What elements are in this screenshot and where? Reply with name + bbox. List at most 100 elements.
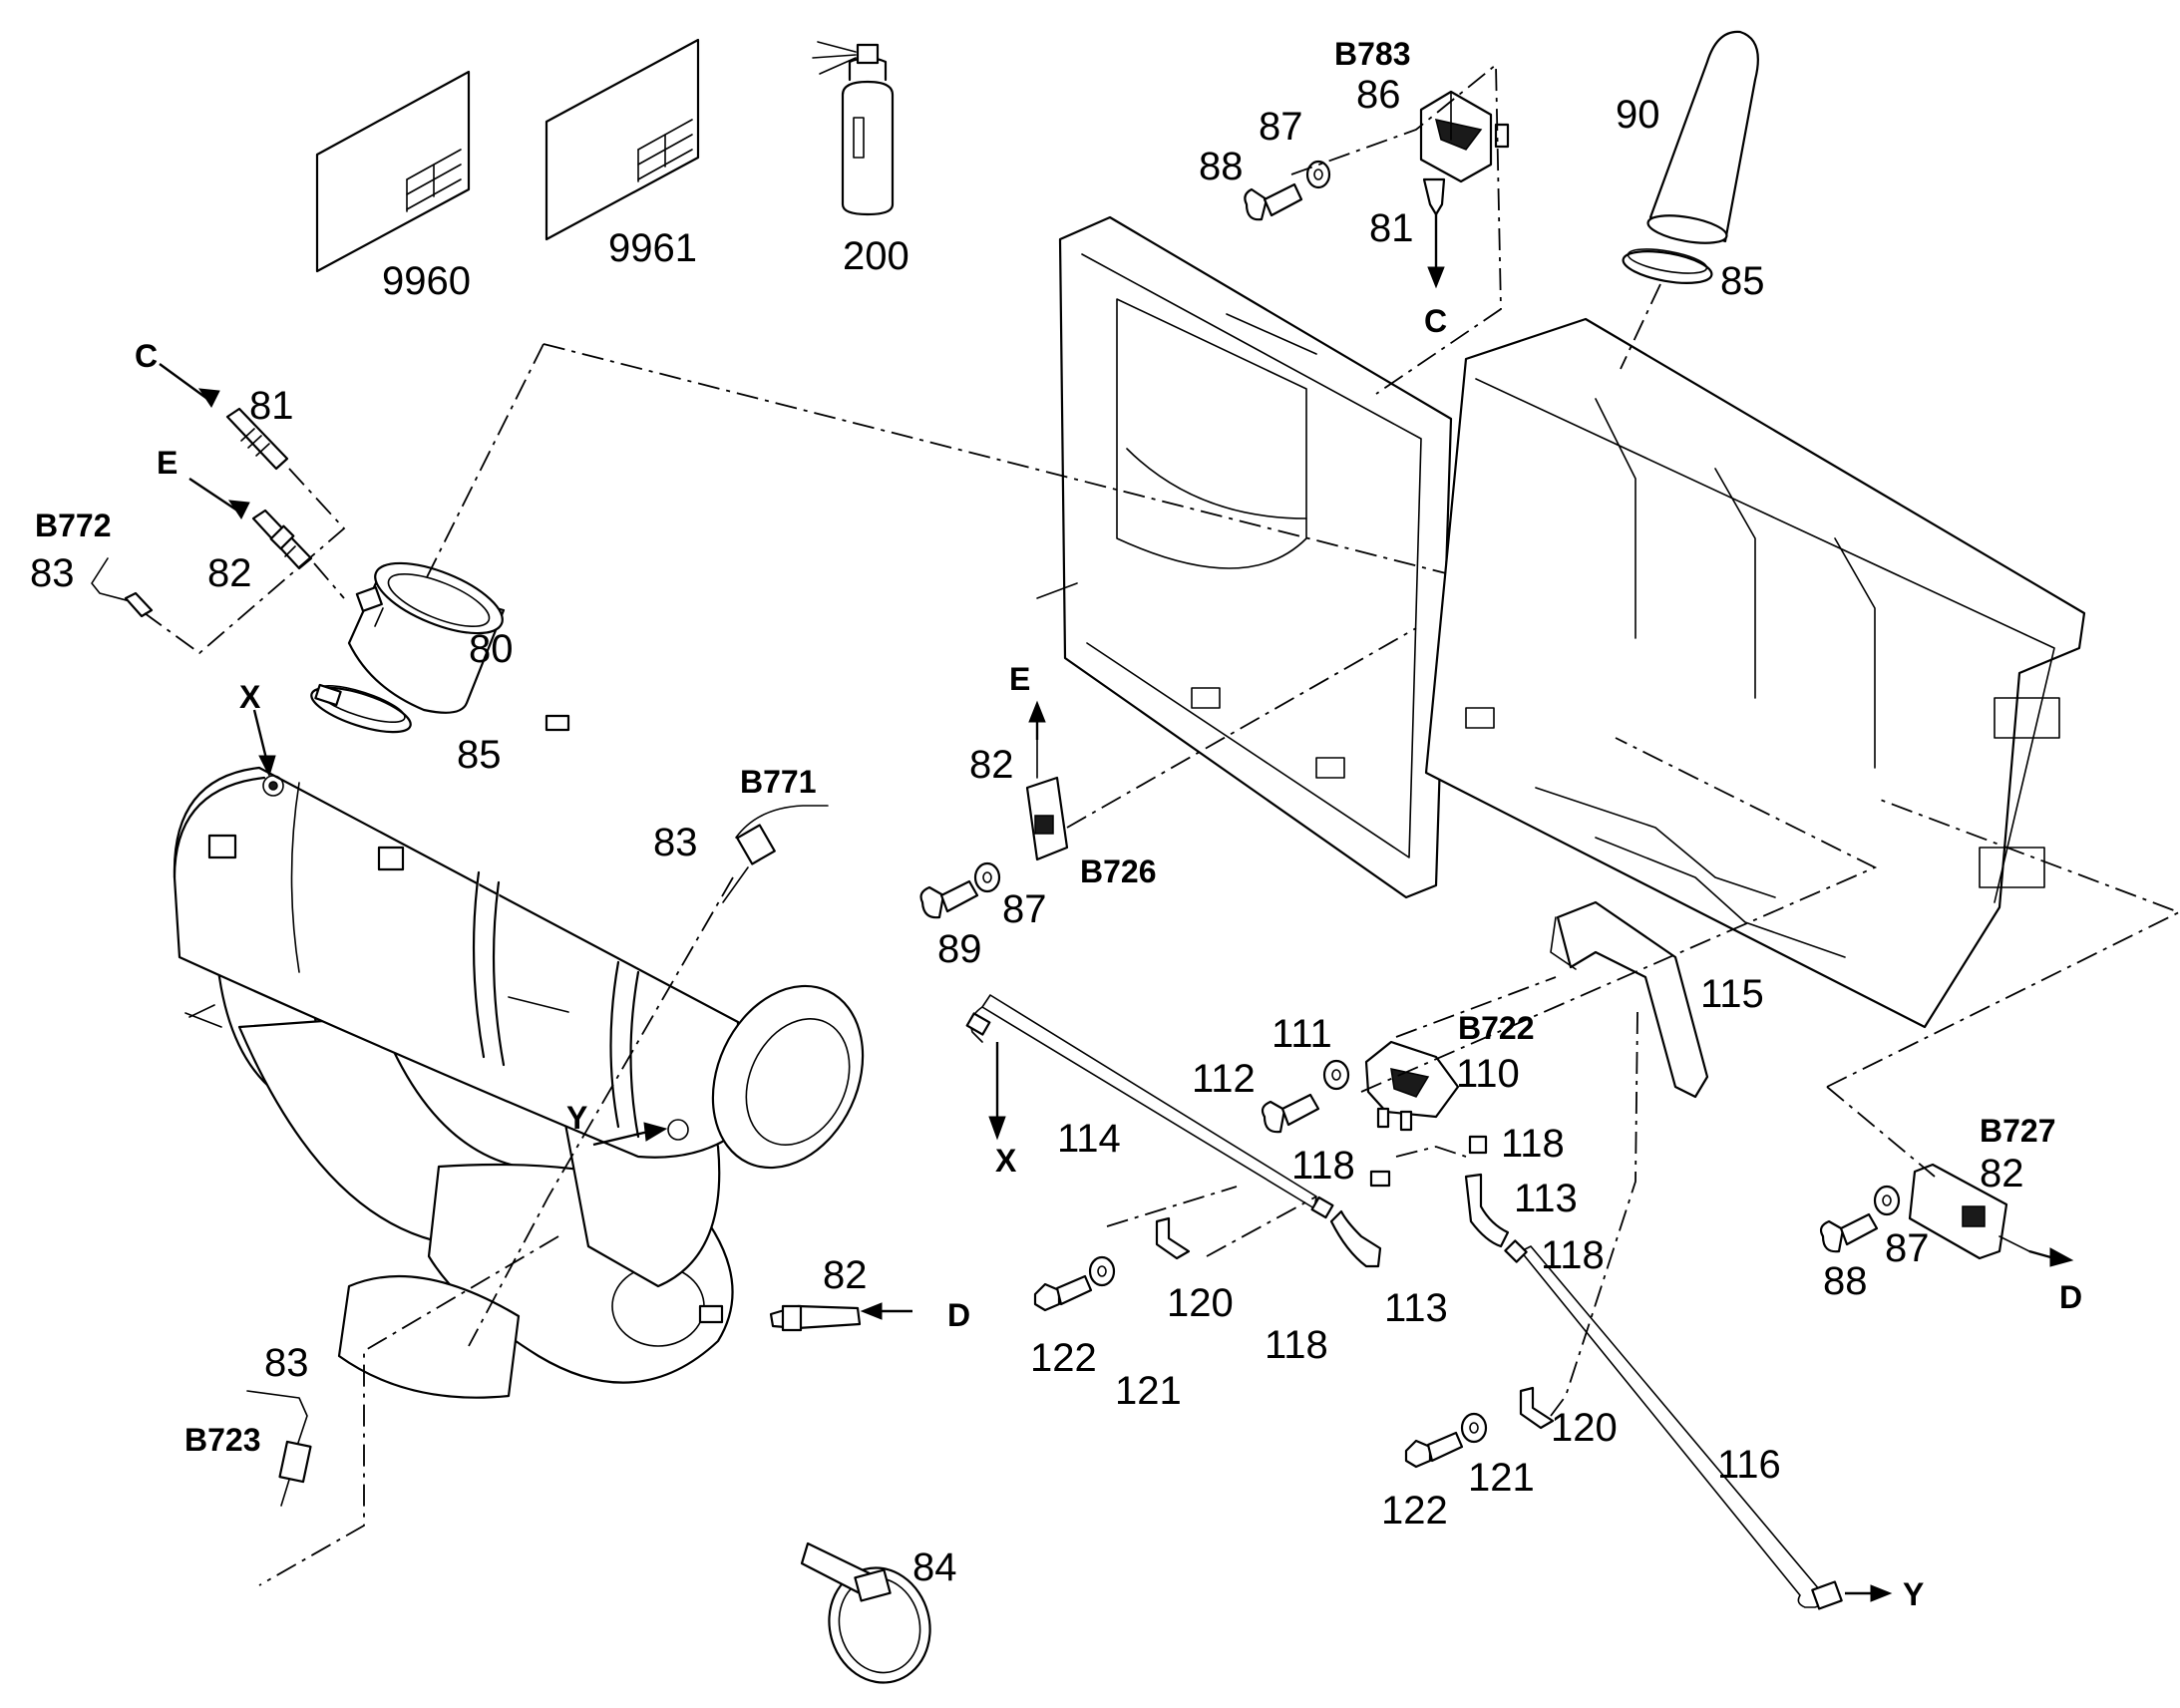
frame-rear-panel	[1424, 317, 2086, 1029]
callout-82-left: 82	[207, 551, 252, 595]
washer-111	[1322, 1059, 1350, 1091]
callout-118-b: 118	[1501, 1122, 1565, 1166]
fitting-118-d	[1504, 1239, 1528, 1263]
callout-89: 89	[937, 927, 982, 971]
callout-86: 86	[1356, 73, 1401, 117]
callout-122-a: 122	[1030, 1336, 1097, 1380]
callout-114: 114	[1057, 1117, 1121, 1161]
letter-e-b726: E	[1009, 661, 1030, 697]
clip-120-b	[1519, 1386, 1555, 1430]
letter-c-left: C	[135, 338, 158, 374]
washer-87-lower	[1873, 1185, 1901, 1216]
arrow-x-left	[252, 709, 276, 778]
callout-116: 116	[1717, 1443, 1781, 1487]
hose-113-right	[1464, 1173, 1510, 1248]
callout-9961: 9961	[608, 226, 697, 270]
connection-letters: C E X Y D C E X Y D	[135, 303, 2082, 1612]
letter-e-left: E	[157, 445, 178, 481]
callout-87-lower: 87	[1885, 1226, 1930, 1270]
callout-115: 115	[1700, 972, 1764, 1016]
letter-y-mid: Y	[566, 1100, 587, 1136]
bolt-112	[1261, 1093, 1320, 1134]
ref-b772: B772	[35, 508, 112, 543]
spray-can-200	[812, 41, 895, 216]
callout-88-upper: 88	[1199, 145, 1244, 188]
callout-numbers: 9960 9961 200 81 82 83 80 85 83 82 83 84…	[30, 73, 2024, 1589]
fitting-118-a	[1369, 1170, 1391, 1188]
callout-111: 111	[1272, 1012, 1332, 1056]
callout-83-b771: 83	[653, 821, 698, 864]
callout-121-b: 121	[1468, 1456, 1535, 1500]
temp-sensor-83-b772	[91, 557, 154, 618]
callout-82-b727: 82	[1980, 1152, 2024, 1196]
ref-b771: B771	[740, 764, 817, 800]
bolt-89	[919, 879, 979, 919]
callout-87-upper: 87	[1259, 105, 1303, 149]
callout-120-a: 120	[1167, 1281, 1234, 1325]
callout-81-upper: 81	[1369, 206, 1414, 250]
letter-y-116: Y	[1903, 1576, 1924, 1612]
temp-sensor-83-b723	[246, 1390, 312, 1507]
document-sheet-9960	[315, 70, 471, 273]
letter-c-b783: C	[1424, 303, 1447, 339]
clamp-85-upper	[1622, 248, 1713, 284]
sensor-module-b726	[1025, 700, 1069, 861]
pressure-sensor-b722	[1364, 1040, 1460, 1132]
sensor-81-left	[225, 407, 289, 471]
callout-83-b772: 83	[30, 551, 75, 595]
callout-87-mid: 87	[1002, 887, 1047, 931]
washer-121-a	[1088, 1255, 1116, 1287]
callout-118-a: 118	[1291, 1144, 1355, 1188]
callout-118-d: 118	[1541, 1233, 1605, 1277]
letter-d-mid: D	[947, 1297, 970, 1333]
callout-80: 80	[469, 627, 514, 671]
hose-113-left	[1329, 1209, 1382, 1268]
pipe-116	[1520, 1245, 1893, 1610]
callout-110: 110	[1456, 1052, 1520, 1096]
bolt-122-a	[1033, 1274, 1093, 1312]
sensor-module-b783	[1419, 90, 1510, 183]
callout-120-b: 120	[1551, 1406, 1618, 1450]
letter-x-left: X	[239, 679, 261, 715]
letter-d-b727: D	[2059, 1279, 2082, 1315]
ref-b727: B727	[1980, 1113, 2056, 1149]
clip-120-a	[1155, 1216, 1191, 1260]
exhaust-aftertreatment-assembly	[173, 714, 865, 1399]
temp-sensor-83-b771	[722, 805, 829, 903]
arrow-e-left	[188, 478, 250, 519]
bracket-115	[1550, 900, 1709, 1099]
callout-82-lower: 82	[823, 1253, 868, 1297]
callout-112: 112	[1192, 1057, 1256, 1101]
document-sheet-9961	[545, 38, 700, 241]
ref-b726: B726	[1080, 854, 1157, 889]
callout-82-b726: 82	[969, 743, 1014, 787]
bolt-122-b	[1404, 1431, 1464, 1469]
washer-121-b	[1460, 1412, 1488, 1444]
callout-200: 200	[843, 234, 909, 278]
callout-84: 84	[912, 1545, 957, 1589]
fitting-118-c	[1310, 1196, 1334, 1219]
callout-81-left: 81	[249, 384, 294, 428]
arrow-y-mid	[592, 1122, 668, 1147]
ref-b723: B723	[184, 1422, 261, 1458]
leader-lines	[144, 63, 2180, 1586]
filter-housing-80	[347, 561, 506, 714]
callout-121-a: 121	[1115, 1369, 1182, 1413]
bolt-88-upper	[1244, 182, 1303, 221]
sensor-82-left	[251, 509, 313, 570]
washer-87-mid	[973, 861, 1001, 893]
intake-pipe-90	[1646, 30, 1759, 244]
sensor-82-lower	[769, 1302, 912, 1332]
callout-113-right: 113	[1514, 1177, 1578, 1220]
callout-85-upper: 85	[1720, 259, 1765, 303]
pipe-114	[965, 994, 1317, 1209]
callout-83-b723: 83	[264, 1341, 309, 1385]
sensor-module-b727	[1908, 1163, 2074, 1267]
callout-9960: 9960	[382, 259, 471, 303]
callout-122-b: 122	[1381, 1489, 1448, 1533]
callout-88-lower: 88	[1823, 1259, 1868, 1303]
frame-front-panel	[1036, 215, 1453, 899]
sensor-plug-81-upper	[1422, 177, 1446, 289]
callout-118-c: 118	[1265, 1323, 1328, 1367]
